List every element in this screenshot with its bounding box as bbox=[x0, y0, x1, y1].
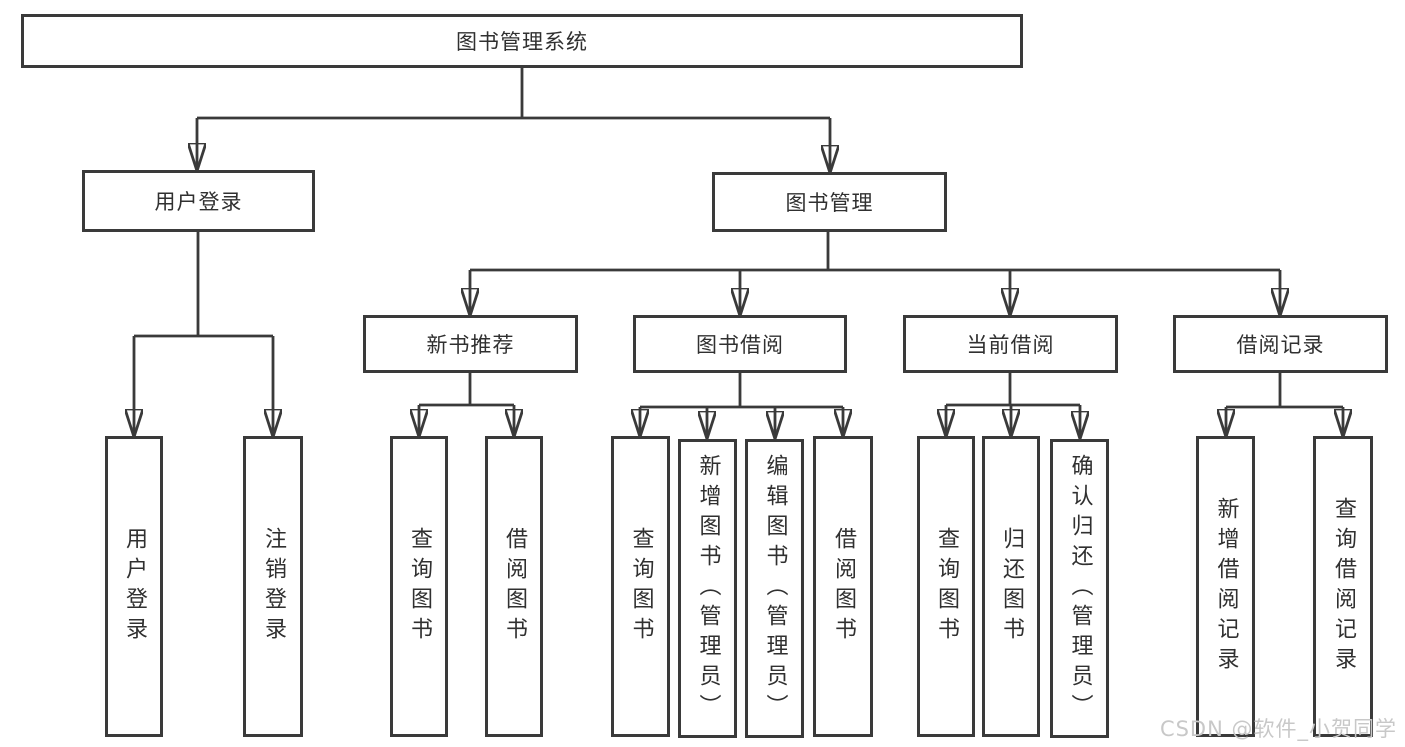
node-book-management-label: 图书管理 bbox=[785, 191, 874, 215]
leaf-add-borrow-record: 新增借阅记录 bbox=[1196, 436, 1255, 737]
leaf-return-books: 归还图书 bbox=[982, 436, 1040, 737]
node-new-book-recommend-label: 新书推荐 bbox=[426, 333, 515, 357]
watermark: CSDN @软件_小贺同学 bbox=[1159, 717, 1397, 741]
node-borrow-records-label: 借阅记录 bbox=[1236, 333, 1325, 357]
leaf-query-borrow-record-label: 查询借阅记录 bbox=[1331, 496, 1356, 677]
leaf-user-login-label: 用户登录 bbox=[122, 526, 147, 647]
node-current-borrow: 当前借阅 bbox=[903, 315, 1118, 373]
leaf-query-books-2-label: 查询图书 bbox=[628, 526, 654, 647]
node-book-borrow-label: 图书借阅 bbox=[696, 333, 784, 357]
leaf-query-books-2: 查询图书 bbox=[611, 436, 670, 737]
connector-current-borrow-children bbox=[946, 373, 1080, 437]
connector-book-management-to-level3 bbox=[470, 232, 1280, 314]
leaf-confirm-return-admin: 确认归还（管理员） bbox=[1050, 439, 1109, 738]
node-borrow-records: 借阅记录 bbox=[1173, 315, 1388, 373]
leaf-edit-book-admin-label: 编辑图书（管理员） bbox=[762, 453, 788, 724]
leaf-borrow-books-1: 借阅图书 bbox=[485, 436, 543, 737]
leaf-add-book-admin: 新增图书（管理员） bbox=[678, 439, 737, 738]
leaf-logout: 注销登录 bbox=[243, 436, 303, 737]
leaf-borrow-books-1-label: 借阅图书 bbox=[502, 526, 527, 647]
leaf-add-book-admin-label: 新增图书（管理员） bbox=[695, 453, 721, 724]
node-book-borrow: 图书借阅 bbox=[633, 315, 847, 373]
connector-root-to-level2 bbox=[197, 68, 830, 171]
leaf-logout-label: 注销登录 bbox=[261, 526, 286, 647]
leaf-confirm-return-admin-label: 确认归还（管理员） bbox=[1067, 453, 1093, 724]
leaf-borrow-books-2: 借阅图书 bbox=[813, 436, 873, 737]
node-root-label: 图书管理系统 bbox=[456, 30, 588, 54]
node-book-management: 图书管理 bbox=[712, 172, 947, 232]
connector-borrow-records-children bbox=[1226, 373, 1343, 435]
leaf-query-borrow-record: 查询借阅记录 bbox=[1313, 436, 1373, 737]
node-new-book-recommend: 新书推荐 bbox=[363, 315, 578, 373]
leaf-return-books-label: 归还图书 bbox=[999, 526, 1024, 647]
leaf-query-books-3: 查询图书 bbox=[917, 436, 975, 737]
connector-new-book-recommend-children bbox=[419, 373, 514, 435]
leaf-user-login: 用户登录 bbox=[105, 436, 163, 737]
node-root: 图书管理系统 bbox=[21, 14, 1023, 68]
leaf-query-books-3-label: 查询图书 bbox=[934, 526, 959, 647]
leaf-query-books-1: 查询图书 bbox=[390, 436, 448, 737]
connector-user-login-children bbox=[134, 232, 273, 435]
node-user-login: 用户登录 bbox=[82, 170, 315, 232]
leaf-edit-book-admin: 编辑图书（管理员） bbox=[745, 439, 804, 738]
node-current-borrow-label: 当前借阅 bbox=[966, 333, 1055, 357]
node-user-login-label: 用户登录 bbox=[154, 190, 243, 214]
leaf-borrow-books-2-label: 借阅图书 bbox=[831, 526, 856, 647]
leaf-add-borrow-record-label: 新增借阅记录 bbox=[1213, 496, 1239, 677]
leaf-query-books-1-label: 查询图书 bbox=[407, 526, 432, 647]
connector-book-borrow-children bbox=[640, 373, 843, 437]
